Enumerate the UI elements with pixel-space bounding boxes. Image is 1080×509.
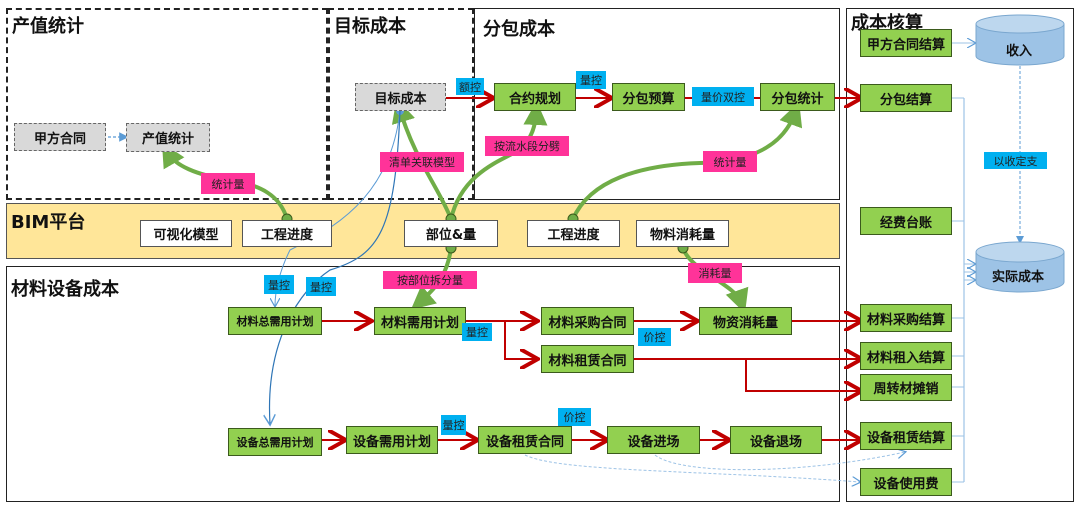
region-title-output-value: 产值统计 bbox=[12, 16, 84, 37]
node-equipment-exit[interactable]: 设备退场 bbox=[730, 426, 822, 454]
node-contract-planning[interactable]: 合约规划 bbox=[494, 83, 576, 111]
region-title-material-equipment-cost: 材料设备成本 bbox=[11, 279, 119, 300]
tag-consumption: 消耗量 bbox=[688, 263, 742, 283]
db-actual-cost-label: 实际成本 bbox=[992, 270, 1045, 285]
node-progress-2[interactable]: 工程进度 bbox=[527, 220, 620, 247]
tag-qty-control-1: 量控 bbox=[576, 71, 606, 89]
db-actual-cost-shape bbox=[975, 241, 1065, 293]
node-expense-ledger[interactable]: 经费台账 bbox=[860, 207, 952, 235]
node-material-lease-contract[interactable]: 材料租赁合同 bbox=[541, 345, 634, 373]
blue-target-to-total-equipment bbox=[270, 110, 401, 424]
node-output-stats[interactable]: 产值统计 bbox=[126, 123, 210, 152]
region-cost-accounting: 成本核算 bbox=[846, 8, 1074, 502]
dashed-entry-to-settlement bbox=[654, 452, 905, 471]
node-subcontract-stats[interactable]: 分包统计 bbox=[760, 83, 835, 111]
tag-price-control-1: 价控 bbox=[638, 328, 671, 346]
node-goods-consumption[interactable]: 物资消耗量 bbox=[699, 307, 792, 335]
tag-by-flow-section: 按流水段分劈 bbox=[485, 136, 569, 156]
tag-qty-control-4: 量控 bbox=[462, 323, 492, 341]
region-subcontract-cost: 分包成本 bbox=[474, 8, 840, 200]
tag-qty-price-control: 量价双控 bbox=[692, 87, 754, 106]
green-progress2-to-substats bbox=[571, 101, 803, 220]
node-material-lease-settlement[interactable]: 材料租入结算 bbox=[860, 342, 952, 370]
tag-stat-qty-1: 统计量 bbox=[201, 173, 255, 194]
node-subcontract-settlement[interactable]: 分包结算 bbox=[860, 84, 952, 112]
node-owner-contract[interactable]: 甲方合同 bbox=[14, 123, 106, 151]
node-progress-1[interactable]: 工程进度 bbox=[242, 220, 332, 247]
region-material-equipment-cost: 材料设备成本 bbox=[6, 266, 840, 502]
arrow-material-plan-to-lease bbox=[504, 321, 536, 359]
node-material-purchase-contract[interactable]: 材料采购合同 bbox=[541, 307, 634, 335]
arrow-lease-to-amortization bbox=[745, 359, 860, 391]
node-total-material-plan[interactable]: 材料总需用计划 bbox=[228, 307, 322, 335]
node-subcontract-budget[interactable]: 分包预算 bbox=[612, 83, 685, 111]
node-visual-model[interactable]: 可视化模型 bbox=[140, 220, 232, 247]
node-location-quantity[interactable]: 部位&量 bbox=[404, 220, 498, 247]
region-title-cost-accounting: 成本核算 bbox=[851, 13, 923, 34]
node-equipment-lease-contract[interactable]: 设备租赁合同 bbox=[478, 426, 572, 454]
node-total-equipment-plan[interactable]: 设备总需用计划 bbox=[228, 428, 322, 456]
db-income-shape bbox=[975, 14, 1065, 66]
tag-bill-model: 清单关联模型 bbox=[380, 152, 464, 172]
db-income-label: 收入 bbox=[1006, 44, 1033, 59]
region-target-cost: 目标成本 bbox=[328, 8, 474, 200]
tag-amount-control: 额控 bbox=[456, 78, 484, 95]
tag-by-location-split: 按部位拆分量 bbox=[383, 271, 477, 289]
node-target-cost[interactable]: 目标成本 bbox=[355, 83, 446, 111]
node-turnover-amortization[interactable]: 周转材摊销 bbox=[860, 374, 952, 401]
region-title-target-cost: 目标成本 bbox=[334, 16, 406, 37]
node-owner-contract-settlement[interactable]: 甲方合同结算 bbox=[860, 29, 952, 57]
region-title-subcontract-cost: 分包成本 bbox=[483, 19, 555, 40]
node-equipment-lease-settlement[interactable]: 设备租赁结算 bbox=[860, 422, 952, 450]
tag-qty-control-3: 量控 bbox=[306, 277, 336, 296]
node-material-plan[interactable]: 材料需用计划 bbox=[374, 307, 466, 335]
tag-income-based: 以收定支 bbox=[984, 152, 1047, 169]
green-loc-to-target bbox=[391, 98, 453, 220]
node-equipment-entry[interactable]: 设备进场 bbox=[607, 426, 700, 454]
tag-qty-control-2: 量控 bbox=[264, 275, 294, 294]
node-equipment-plan[interactable]: 设备需用计划 bbox=[346, 426, 438, 454]
node-equipment-usage-fee[interactable]: 设备使用费 bbox=[860, 468, 952, 496]
node-material-purchase-settlement[interactable]: 材料采购结算 bbox=[860, 304, 952, 332]
dashed-lease-to-usage bbox=[524, 454, 860, 482]
node-material-consumption[interactable]: 物料消耗量 bbox=[636, 220, 729, 247]
region-output-value: 产值统计 bbox=[6, 8, 328, 200]
tag-qty-control-5: 量控 bbox=[441, 415, 466, 435]
tag-price-control-2: 价控 bbox=[558, 408, 591, 426]
tag-stat-qty-2: 统计量 bbox=[703, 151, 757, 172]
region-title-bim-platform: BIM平台 bbox=[11, 212, 86, 233]
